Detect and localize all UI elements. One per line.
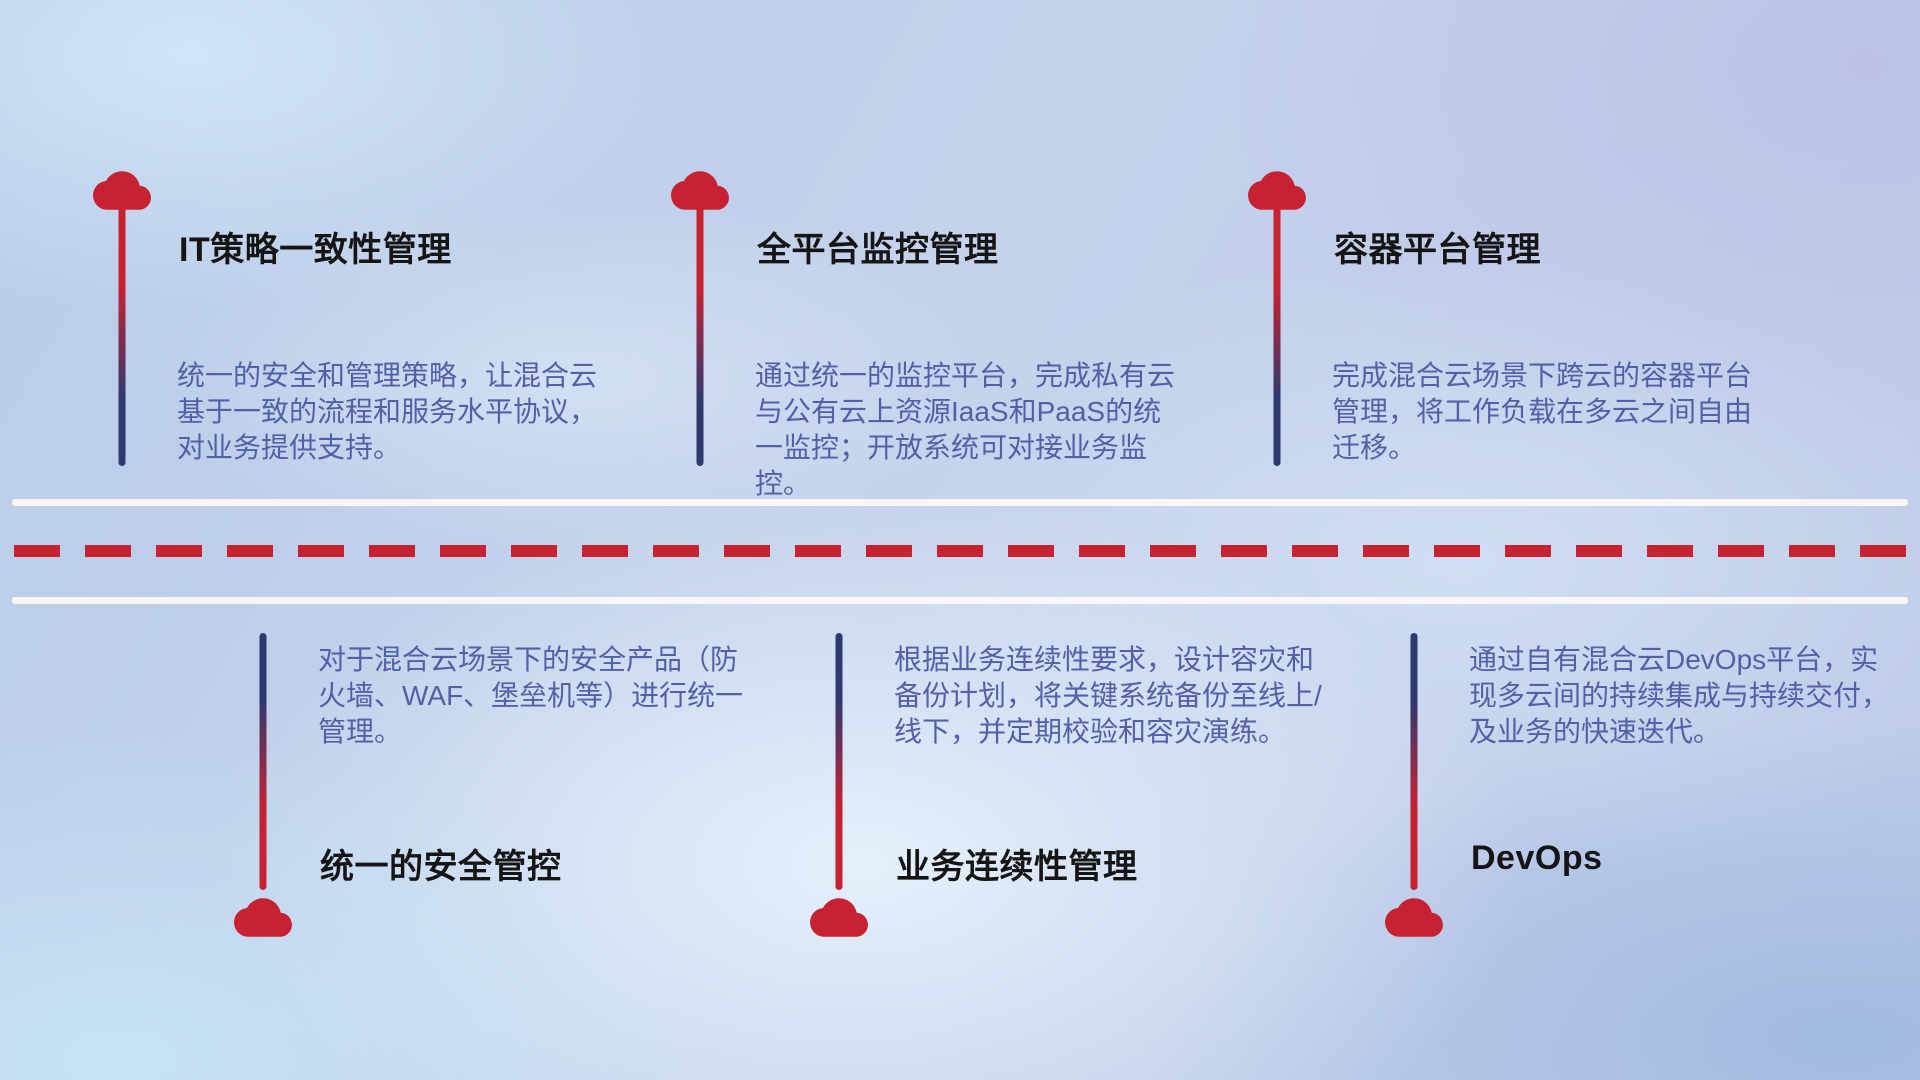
item-title: 统一的安全管控 bbox=[320, 848, 562, 886]
item-title: 全平台监控管理 bbox=[757, 231, 999, 269]
timeline-connector bbox=[835, 633, 843, 890]
item-title: 业务连续性管理 bbox=[896, 848, 1138, 886]
timeline-connector bbox=[118, 204, 126, 466]
item-title: 容器平台管理 bbox=[1334, 231, 1541, 269]
item-description: 对于混合云场景下的安全产品（防火墙、WAF、堡垒机等）进行统一管理。 bbox=[318, 644, 744, 747]
item-description: 通过自有混合云DevOps平台，实现多云间的持续集成与持续交付，及业务的快速迭代… bbox=[1469, 644, 1890, 747]
cloud-icon bbox=[1385, 897, 1443, 938]
cloud-icon bbox=[810, 897, 868, 938]
divider-dashed-line bbox=[14, 545, 1910, 557]
divider-solid-line-bottom bbox=[12, 597, 1908, 604]
item-title: DevOps bbox=[1471, 839, 1603, 877]
item-description: 完成混合云场景下跨云的容器平台管理，将工作负载在多云之间自由迁移。 bbox=[1332, 360, 1753, 463]
cloud-icon bbox=[671, 170, 729, 211]
item-description: 通过统一的监控平台，完成私有云与公有云上资源IaaS和PaaS的统一监控；开放系… bbox=[755, 360, 1176, 499]
timeline-connector bbox=[696, 204, 704, 466]
timeline-connector bbox=[1273, 204, 1281, 466]
cloud-icon bbox=[1248, 170, 1306, 211]
item-description: 统一的安全和管理策略，让混合云基于一致的流程和服务水平协议，对业务提供支持。 bbox=[177, 360, 598, 463]
item-title: IT策略一致性管理 bbox=[179, 231, 452, 269]
item-description: 根据业务连续性要求，设计容灾和备份计划，将关键系统备份至线上/线下，并定期校验和… bbox=[894, 644, 1322, 747]
cloud-icon bbox=[234, 897, 292, 938]
timeline-connector bbox=[259, 633, 267, 890]
cloud-icon bbox=[93, 170, 151, 211]
timeline-connector bbox=[1410, 633, 1418, 890]
divider-solid-line-top bbox=[12, 499, 1908, 506]
